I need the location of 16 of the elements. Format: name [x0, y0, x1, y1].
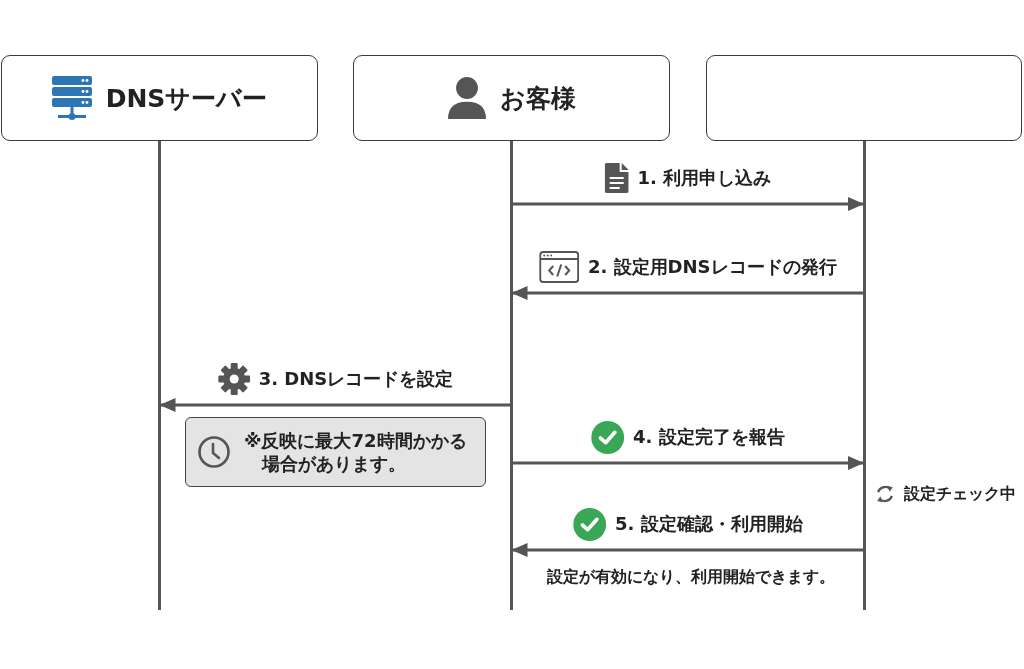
message-arrow: [511, 197, 864, 211]
participant-name: お客様: [499, 82, 576, 115]
message-arrow: [511, 543, 864, 557]
message-label: 2. 設定用DNSレコードの発行: [587, 255, 837, 279]
message-arrow: [511, 286, 864, 300]
status-text: 設定チェック中: [904, 483, 1016, 505]
participant-name: DNSサーバー: [105, 82, 268, 115]
message-label: 1. 利用申し込み: [637, 166, 772, 190]
note-box: [185, 417, 486, 487]
message-label: 3. DNSレコードを設定: [258, 367, 454, 391]
result-note: 設定が有効になり、利用開始できます。: [547, 566, 835, 588]
message-arrow: [511, 456, 864, 470]
message-label: 4. 設定完了を報告: [632, 425, 785, 449]
message-label: 5. 設定確認・利用開始: [614, 512, 803, 536]
note-text: ※反映に最大72時間かかる場合があります。: [244, 428, 468, 476]
message-arrow: [159, 398, 512, 412]
